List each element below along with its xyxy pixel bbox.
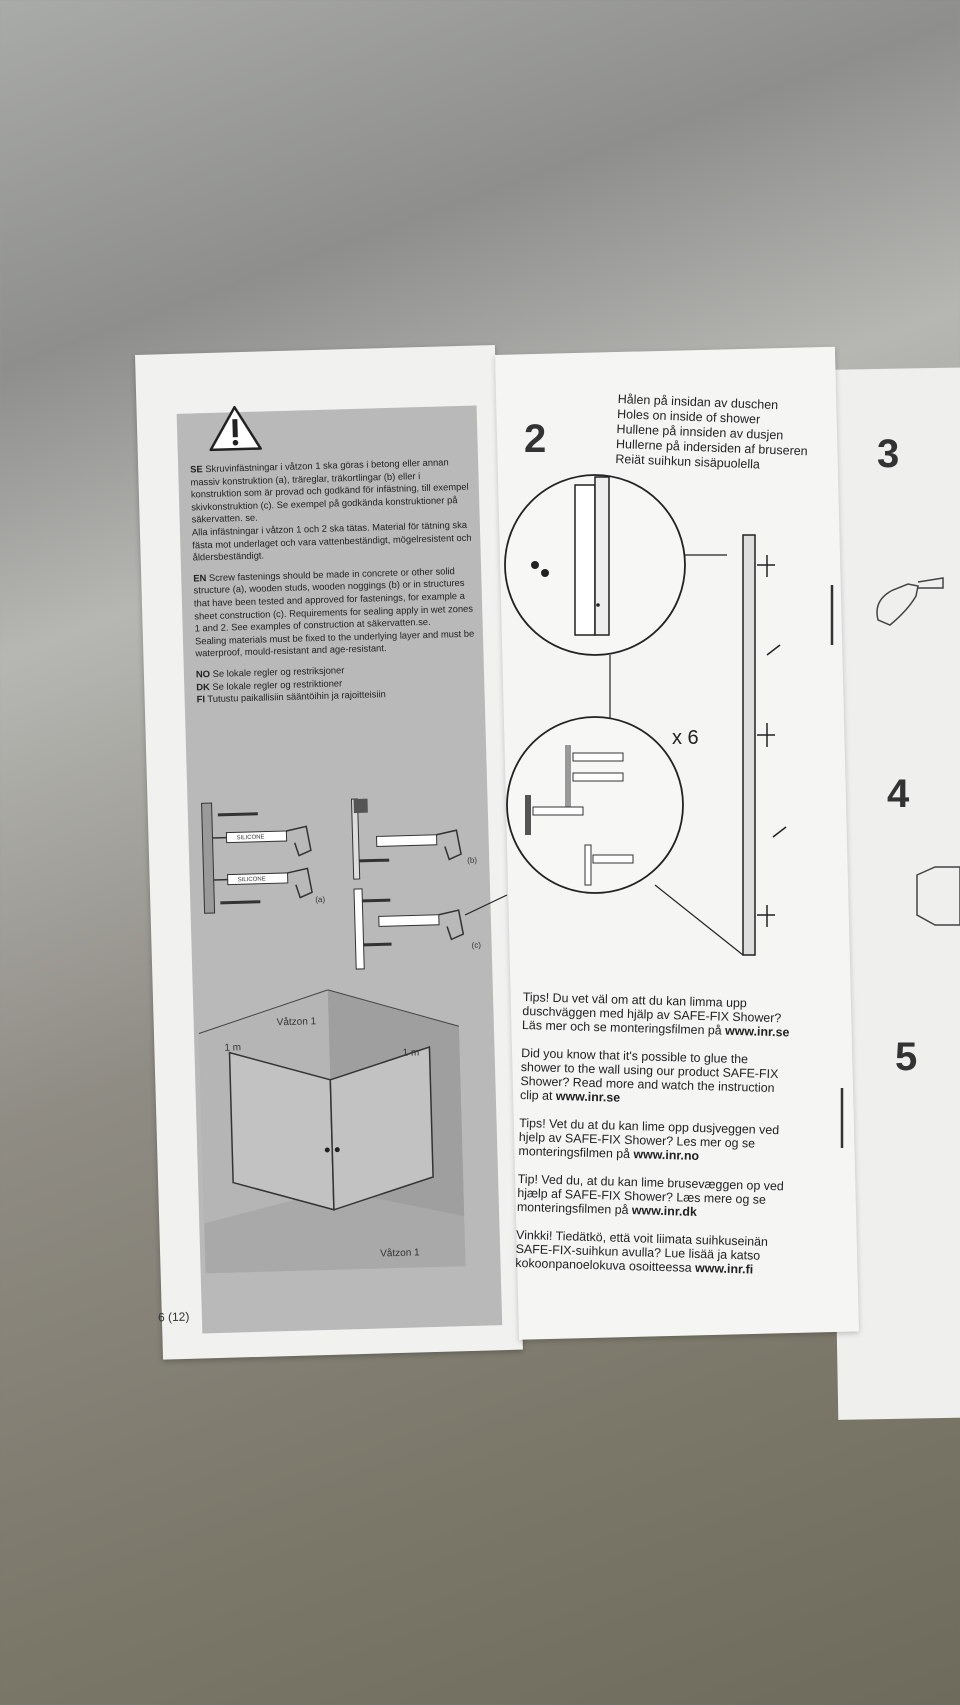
tip-dk: Tip! Ved du, at du kan lime brusevæggen … bbox=[517, 1172, 788, 1222]
dk-code: DK bbox=[196, 680, 210, 692]
dimension-left-label: 1 m bbox=[224, 1042, 242, 1054]
dimension-right-label: 1 m bbox=[402, 1047, 420, 1059]
tip-en: Did you know that it's possible to glue … bbox=[520, 1046, 791, 1110]
binding-staple-bottom bbox=[840, 1088, 844, 1148]
silicone-gun-illustration-a bbox=[201, 802, 313, 914]
silicone-gun-illustration-b bbox=[350, 798, 462, 880]
se-text-2: Alla infästningar i våtzon 1 och 2 ska t… bbox=[191, 518, 472, 563]
no-code: NO bbox=[195, 667, 211, 680]
tip-en-link[interactable]: www.inr.se bbox=[555, 1088, 621, 1105]
tip-no: Tips! Vet du at du kan lime opp dusjvegg… bbox=[518, 1116, 789, 1166]
tip-se: Tips! Du vet väl om att du kan limma upp… bbox=[522, 990, 793, 1040]
tip-se-link[interactable]: www.inr.se bbox=[724, 1023, 790, 1040]
warning-triangle-icon bbox=[209, 405, 262, 452]
se-text: Skruvinfästningar i våtzon 1 ska göras i… bbox=[190, 456, 469, 525]
spray-bottle-icon bbox=[876, 577, 944, 626]
label-a: (a) bbox=[315, 894, 326, 905]
en-text: Screw fastenings should be made in concr… bbox=[193, 564, 474, 634]
step-4-number: 4 bbox=[887, 772, 910, 816]
step-2-number: 2 bbox=[524, 417, 547, 461]
silicone-gun-illustration-c bbox=[353, 888, 465, 970]
tube-icon bbox=[916, 866, 960, 926]
silicone-label-1: SILICONE bbox=[236, 834, 265, 842]
fastening-instructions: SE Skruvinfästningar i våtzon 1 ska göra… bbox=[190, 456, 477, 706]
silicone-label-2: SILICONE bbox=[237, 876, 266, 884]
label-c: (c) bbox=[471, 940, 482, 950]
fi-code: FI bbox=[196, 693, 206, 705]
wet-zone-shower-illustration bbox=[198, 989, 466, 1274]
step-2-diagram bbox=[464, 474, 787, 956]
wet-zone-top-label: Våtzon 1 bbox=[276, 1016, 317, 1029]
wet-zone-bottom-label: Våtzon 1 bbox=[380, 1247, 420, 1260]
step-5-number: 5 bbox=[895, 1035, 918, 1079]
left-page: SE Skruvinfästningar i våtzon 1 ska göra… bbox=[135, 344, 523, 1360]
step-3-number: 3 bbox=[877, 432, 900, 476]
se-code: SE bbox=[190, 463, 203, 475]
binding-staple-top bbox=[830, 585, 834, 645]
tip-fi-link[interactable]: www.inr.fi bbox=[694, 1260, 754, 1277]
tip-fi: Vinkki! Tiedätkö, että voit liimata suih… bbox=[515, 1228, 786, 1278]
en-code: EN bbox=[193, 571, 207, 584]
tip-dk-link[interactable]: www.inr.dk bbox=[631, 1203, 698, 1219]
quantity-label: x 6 bbox=[672, 727, 699, 749]
safe-fix-tips: Tips! Du vet väl om att du kan limma upp… bbox=[515, 990, 793, 1291]
tip-no-link[interactable]: www.inr.no bbox=[633, 1147, 700, 1163]
label-b: (b) bbox=[467, 855, 478, 865]
page-number: 6 (12) bbox=[157, 1309, 190, 1325]
